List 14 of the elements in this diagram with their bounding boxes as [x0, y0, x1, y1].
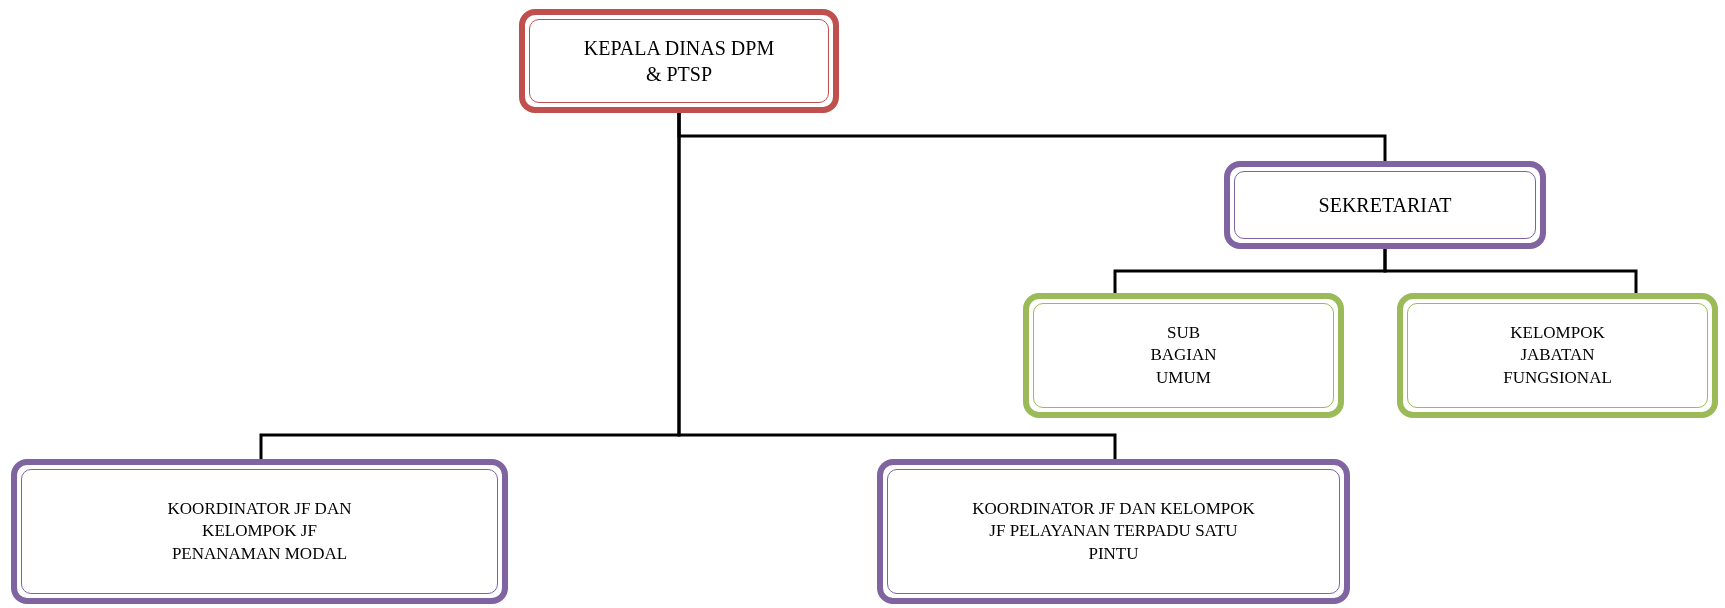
connector-line — [677, 113, 1117, 459]
org-unit-box — [1224, 161, 1546, 249]
connector-line — [1383, 249, 1638, 293]
org-unit-box — [1023, 293, 1344, 418]
org-unit-box — [1397, 293, 1718, 418]
org-unit-box — [519, 9, 839, 113]
unit-title: KOORDINATOR JF DAN KELOMPOK JF PELAYANAN TERPADU SATU PINTU — [971, 498, 1256, 565]
unit-title: KOORDINATOR JF DAN KELOMPOK JF PENANAMAN MODAL — [166, 498, 353, 565]
unit-title: SEKRETARIAT — [1318, 193, 1452, 218]
unit-title: SUB BAGIAN UMUM — [1149, 322, 1218, 389]
unit-title: KEPALA DINAS DPM & PTSP — [582, 36, 776, 87]
org-unit-box — [11, 459, 508, 604]
org-unit-box — [877, 459, 1350, 604]
unit-title: KELOMPOK JABATAN FUNGSIONAL — [1502, 322, 1613, 389]
